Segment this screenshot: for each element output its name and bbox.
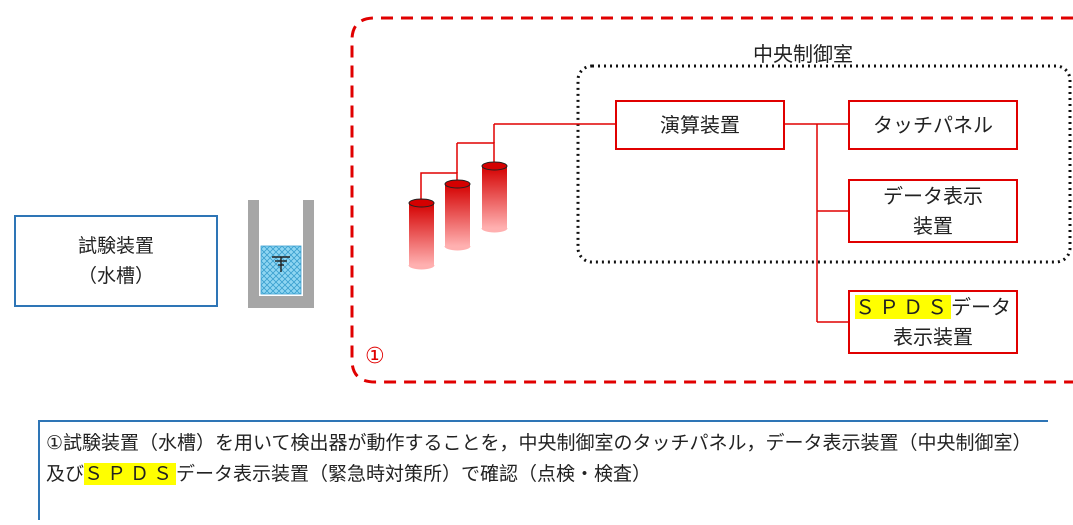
control-room-label: 中央制御室 [753, 42, 853, 66]
detector-cylinder [408, 198, 435, 270]
touch-panel-label: タッチパネル [873, 113, 993, 137]
data-display-sublabel: 装置 [913, 214, 953, 238]
scope-region-border [350, 16, 1073, 384]
processor-box: 演算装置 [615, 100, 785, 150]
spds-display-box: ＳＰＤＳデータ 表示装置 [848, 290, 1018, 354]
touch-panel-box: タッチパネル [848, 100, 1018, 150]
scope-marker: ① [365, 344, 385, 369]
water-level-icon [272, 256, 290, 272]
detector-wires [420, 123, 615, 203]
detector-cylinder [481, 161, 508, 233]
spds-display-sublabel: 表示装置 [893, 325, 973, 349]
data-display-label: データ表示 [883, 184, 983, 208]
note-text-suffix: データ表示装置（緊急時対策所）で確認（点検・検査） [176, 463, 652, 485]
detector-cylinder [444, 179, 471, 251]
processor-label: 演算装置 [660, 113, 740, 137]
spds-highlight: ＳＰＤＳ [855, 295, 951, 319]
spds-display-label: データ [951, 295, 1011, 319]
note-text-prefix: ①試験装置（水槽）を用いて検出器が動作することを，中央制御室のタッチパネル，デー… [46, 432, 1032, 485]
note-highlight: ＳＰＤＳ [84, 463, 177, 485]
control-room-border [576, 64, 1072, 264]
test-device-label: 試験装置 [77, 235, 154, 257]
data-display-box: データ表示 装置 [848, 179, 1018, 243]
water-tank [248, 200, 314, 308]
test-device-box: 試験装置 （水槽） [14, 215, 218, 307]
processor-wires [785, 123, 848, 323]
test-device-sublabel: （水槽） [77, 265, 154, 287]
note-box: ①試験装置（水槽）を用いて検出器が動作することを，中央制御室のタッチパネル，デー… [38, 420, 1048, 520]
